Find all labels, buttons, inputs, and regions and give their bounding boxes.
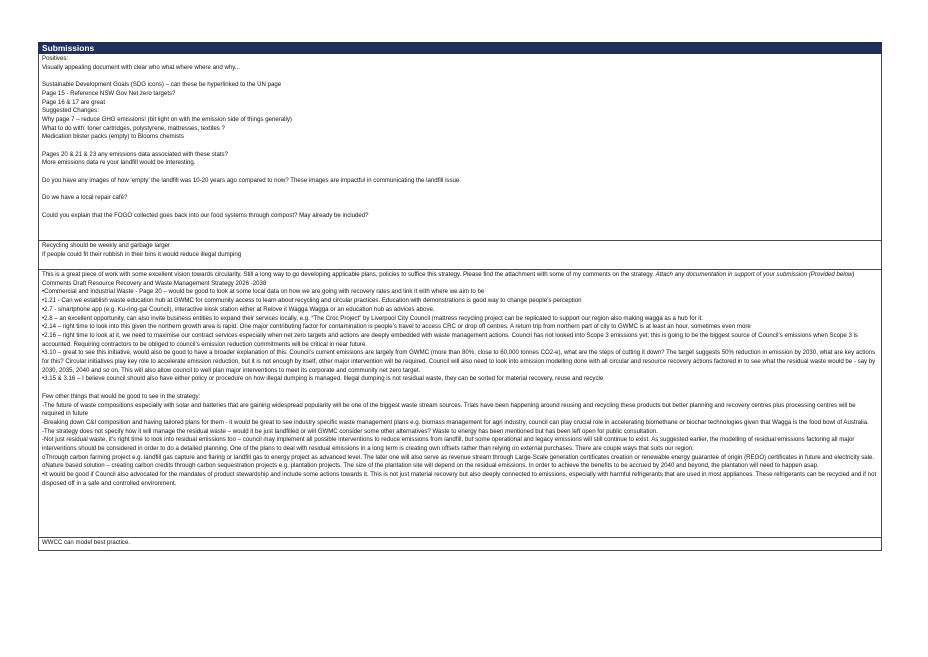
submission-line: •3.15 & 3.16 – I believe council should … xyxy=(42,375,604,383)
submission-line: oThrough carbon farming project e.g. lan… xyxy=(42,453,875,461)
submission-intro-attachment-note: Attach any documentation in support of y… xyxy=(655,271,855,278)
submission-line: Visually appealing document with clear w… xyxy=(42,63,240,71)
submission-line: •2.7 - smartphone app (e.g. Ku-ring-gai … xyxy=(42,305,435,313)
submission-line: •2.16 – right time to look at it, we nee… xyxy=(42,331,858,348)
submission-line: Few other things that would be good to s… xyxy=(42,392,201,400)
submission-line: Do we have a local repair café? xyxy=(42,194,128,202)
submission-line: Recycling should be weekly and garbage l… xyxy=(42,242,171,249)
submission-line: -Breaking down C&I composition and havin… xyxy=(42,418,869,426)
submission-line: oNature based solution – creating carbon… xyxy=(42,462,819,470)
submission-line: What to do with: toner cartridges, polys… xyxy=(42,124,225,132)
submission-line xyxy=(42,186,878,195)
submission-line: •3.10 – great to see this initiative, wo… xyxy=(42,349,876,374)
submission-cell-3: This is a great piece of work with some … xyxy=(38,270,882,538)
submission-line: Could you explain that the FOGO collecte… xyxy=(42,211,369,219)
submission-line: More emissions data re your landfill wou… xyxy=(42,159,196,167)
submission-line xyxy=(42,203,878,212)
submission-line xyxy=(42,72,878,81)
submission-line xyxy=(42,142,878,151)
submission-line: Why page 7 – reduce GHG emissions! (bit … xyxy=(42,115,292,123)
submission-line: -The strategy does not specify how it wi… xyxy=(42,427,658,435)
submission-line: Medication blister packs (empty) to Bloo… xyxy=(42,133,184,141)
submission-line xyxy=(42,168,878,177)
submission-cell-1: Positives:Visually appealing document wi… xyxy=(38,54,882,241)
submission-line: Sustainable Development Goals (SDG icons… xyxy=(42,81,282,89)
submission-cell-2: Recycling should be weekly and garbage l… xyxy=(38,241,882,270)
submission-line: •It would be good if Council also advoca… xyxy=(42,471,877,487)
submission-line: Comments Draft Resource Recovery and Was… xyxy=(42,279,267,287)
submission-intro: This is a great piece of work with some … xyxy=(42,271,878,280)
submission-line: •2.8 – an excellent opportunity, can als… xyxy=(42,314,704,322)
submission-line: Page 16 & 17 are great xyxy=(42,98,106,106)
submission-line: Pages 20 & 21 & 23 any emissions data as… xyxy=(42,150,228,158)
submission-line: Suggested Changes: xyxy=(42,107,99,115)
submission-intro-text: This is a great piece of work with some … xyxy=(42,271,656,278)
submission-line: •1.21 - Can we establish waste education… xyxy=(42,297,582,305)
submission-line: WWCC can model best practice. xyxy=(42,539,131,546)
submission-line: Positives: xyxy=(42,55,69,62)
submission-line: -Not just residual waste, it’s right tim… xyxy=(42,436,855,453)
submission-line: Page 15 - Reference NSW Gov Net zero tar… xyxy=(42,89,176,97)
submission-line: Do you have any images of how ‘empty’ th… xyxy=(42,176,461,184)
submission-line: If people could fit their rubbish in the… xyxy=(42,250,242,258)
section-title: Submissions xyxy=(38,42,882,54)
submission-line: •Commercial and Industrial Waste - Page … xyxy=(42,288,485,296)
submission-line: -The future of waste compositions especi… xyxy=(42,401,856,418)
submission-line: •2.14 – right time to look into this giv… xyxy=(42,323,751,331)
submission-line xyxy=(42,384,878,393)
submission-cell-4: WWCC can model best practice. xyxy=(38,538,882,551)
submissions-table: Submissions Positives:Visually appealing… xyxy=(38,42,882,551)
